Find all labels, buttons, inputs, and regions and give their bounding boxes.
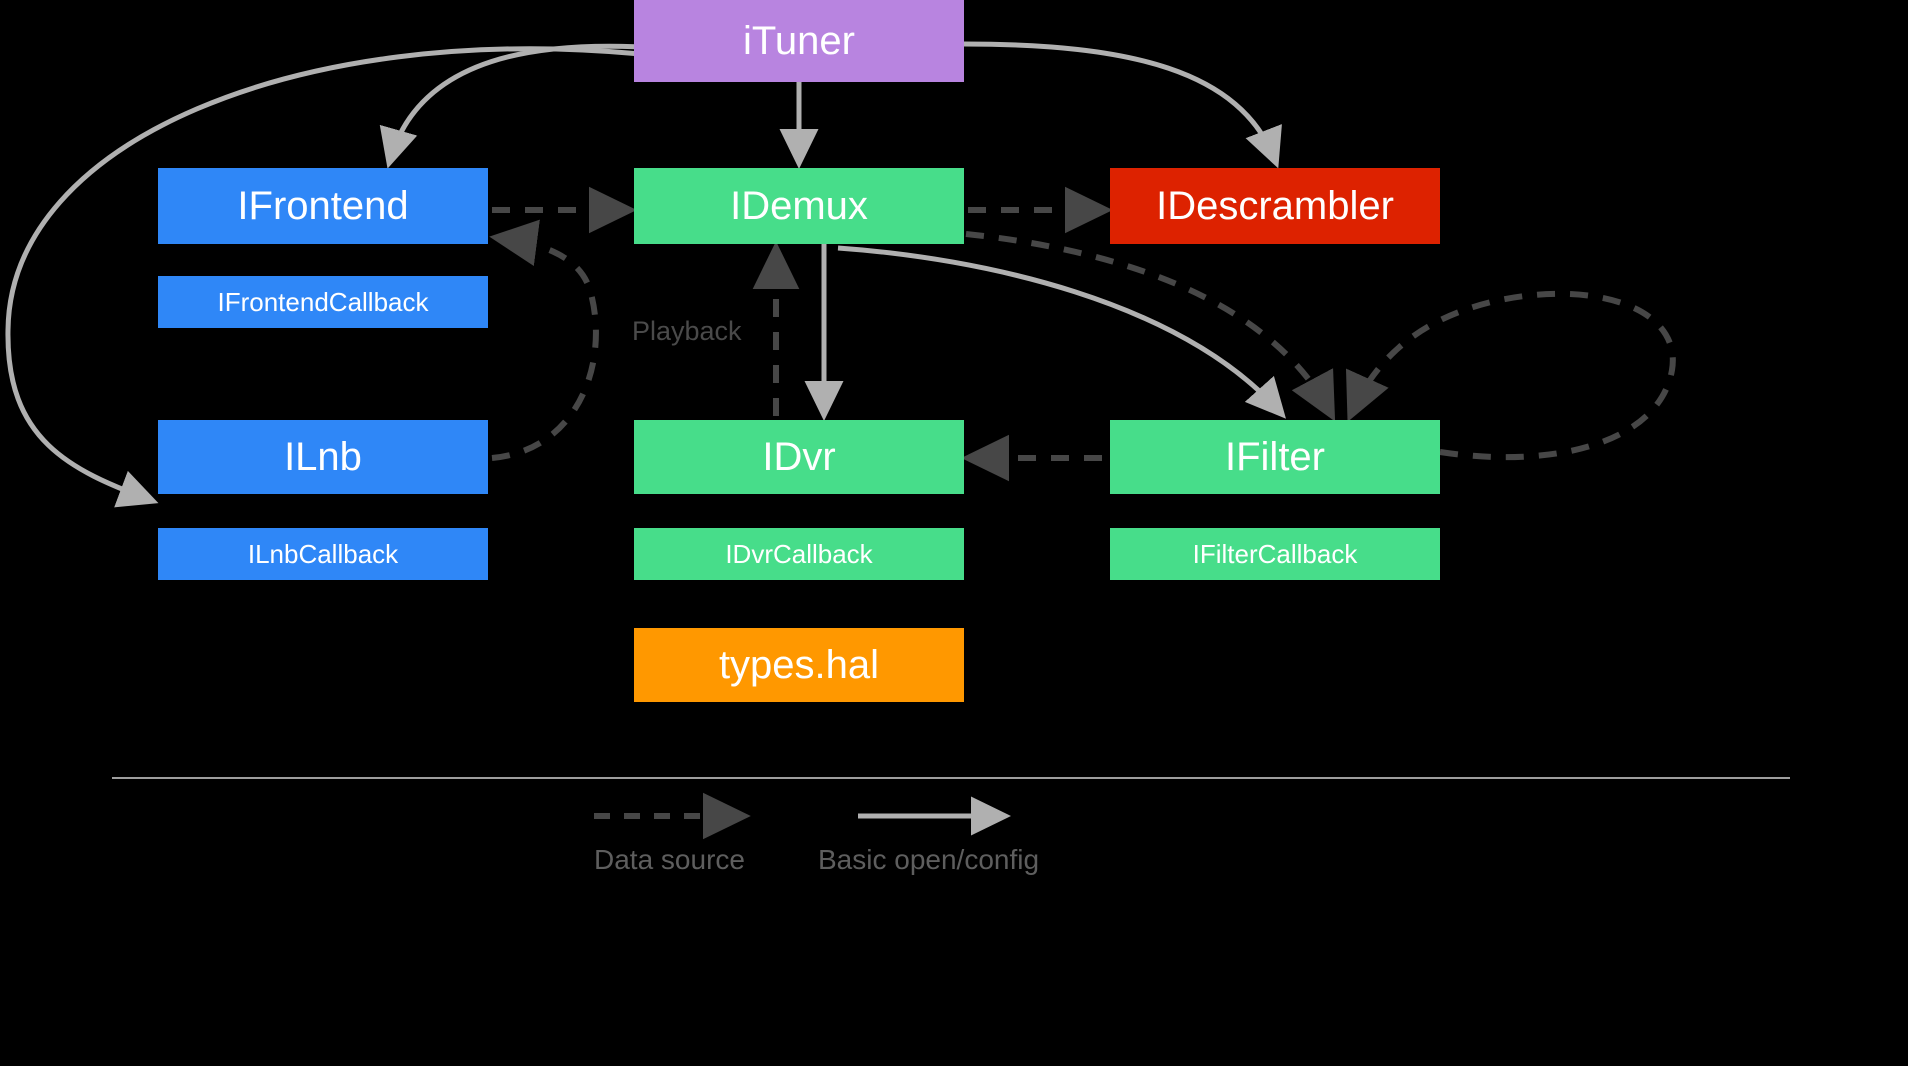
node-ifrontendcallback[interactable]: IFrontendCallback: [158, 276, 488, 328]
node-idescrambler[interactable]: IDescrambler: [1110, 168, 1440, 244]
legend-label-data-source: Data source: [594, 844, 745, 875]
node-ituner[interactable]: iTuner: [634, 0, 964, 82]
edge-idescrambler-to-ifilter: [965, 231, 1336, 422]
node-ifiltercallback[interactable]: IFilterCallback: [1110, 528, 1440, 580]
node-idvr[interactable]: IDvr: [634, 420, 964, 494]
edge-ituner-to-ifrontend: [379, 43, 661, 169]
edge-ituner-to-idescrambler: [963, 41, 1282, 169]
node-idemux[interactable]: IDemux: [634, 168, 964, 244]
legend-label-basic-open-config: Basic open/config: [818, 844, 1040, 875]
node-typeshal[interactable]: types.hal: [634, 628, 964, 702]
node-ifrontend[interactable]: IFrontend: [158, 168, 488, 244]
edge-label-playback: Playback: [632, 316, 742, 346]
node-ilnb[interactable]: ILnb: [158, 420, 488, 494]
node-idvrcallback[interactable]: IDvrCallback: [634, 528, 964, 580]
edge-ilnb-to-ifrontend: [489, 219, 599, 461]
node-ifilter[interactable]: IFilter: [1110, 420, 1440, 494]
edge-idemux-to-ifilter: [837, 245, 1286, 419]
node-ilnbcallback[interactable]: ILnbCallback: [158, 528, 488, 580]
